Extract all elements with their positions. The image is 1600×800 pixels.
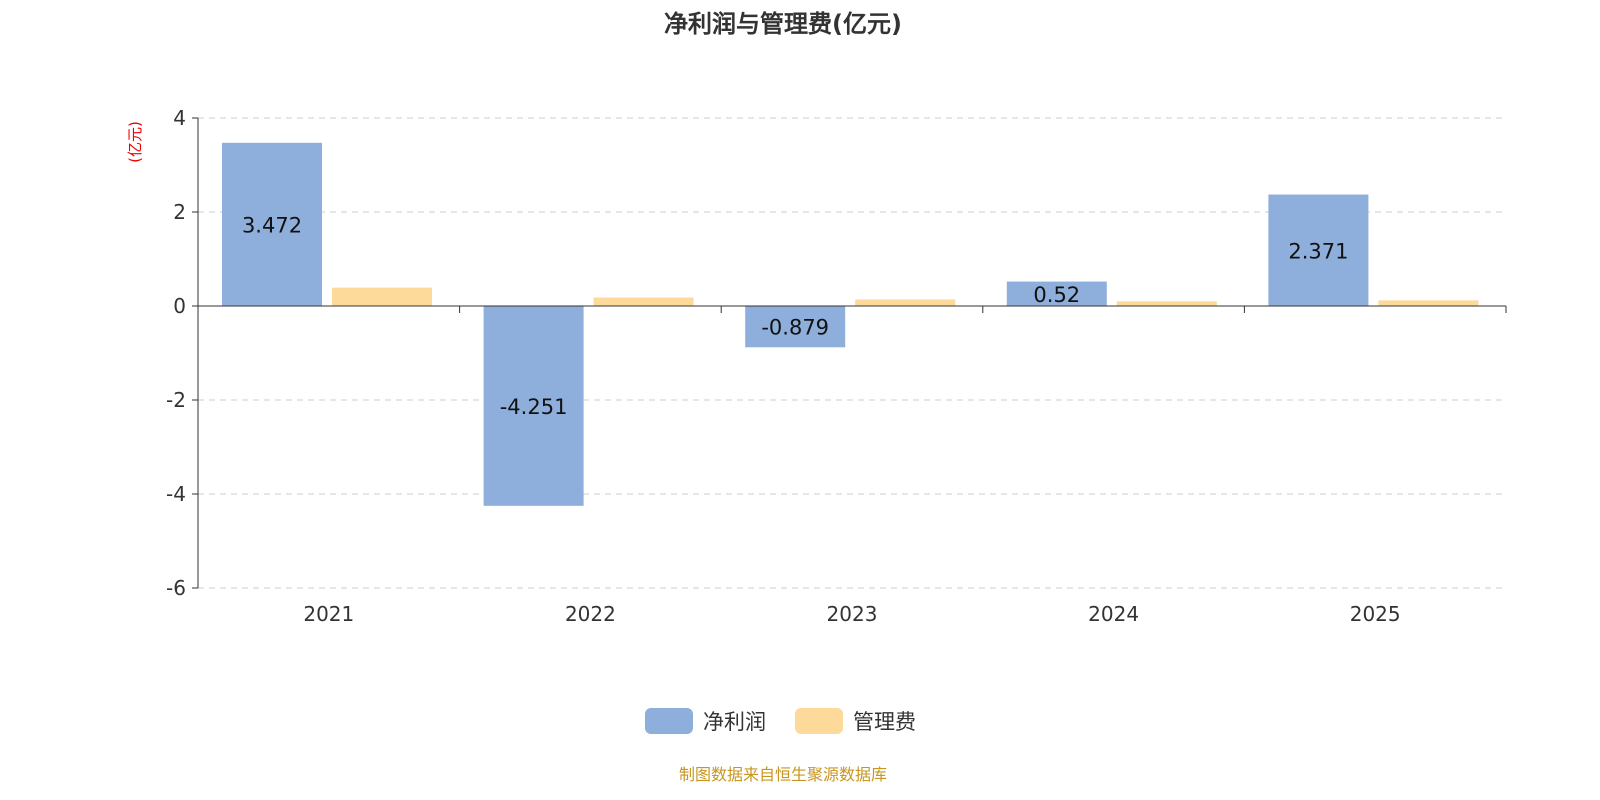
- bar-净利润-2021: [222, 142, 322, 306]
- bar-管理费-2021: [332, 287, 432, 306]
- y-axis-label: (亿元): [126, 121, 144, 163]
- bar-管理费-2023: [855, 299, 956, 306]
- bar-管理费-2025: [1378, 300, 1479, 306]
- y-tick-label: -4: [166, 482, 186, 506]
- bar-净利润-2023: [745, 306, 846, 348]
- x-tick-label: 2025: [1350, 602, 1401, 626]
- data-label: 2.371: [1288, 239, 1348, 263]
- data-label: -4.251: [500, 395, 568, 419]
- bar-净利润-2022: [483, 306, 584, 506]
- y-tick-label: 0: [173, 294, 186, 318]
- y-tick-label: -6: [166, 576, 186, 600]
- data-label: -0.879: [761, 316, 829, 340]
- data-label: 3.472: [242, 213, 302, 237]
- bar-净利润-2025: [1268, 194, 1369, 306]
- data-label: 0.52: [1033, 283, 1080, 307]
- y-tick-label: -2: [166, 388, 186, 412]
- x-tick-label: 2021: [303, 602, 354, 626]
- x-tick-label: 2024: [1088, 602, 1139, 626]
- footer-source: 制图数据来自恒生聚源数据库: [679, 765, 887, 784]
- bar-管理费-2022: [593, 297, 694, 306]
- x-tick-label: 2022: [565, 602, 616, 626]
- y-tick-label: 4: [173, 106, 186, 130]
- chart-title: 净利润与管理费(亿元): [664, 10, 902, 38]
- bar-管理费-2024: [1116, 301, 1217, 306]
- y-tick-label: 2: [173, 200, 186, 224]
- legend-label: 管理费: [853, 710, 916, 734]
- legend-swatch: [645, 708, 693, 734]
- x-tick-label: 2023: [827, 602, 878, 626]
- bar-净利润-2024: [1006, 281, 1107, 306]
- legend-swatch: [795, 708, 843, 734]
- legend-label: 净利润: [703, 710, 766, 734]
